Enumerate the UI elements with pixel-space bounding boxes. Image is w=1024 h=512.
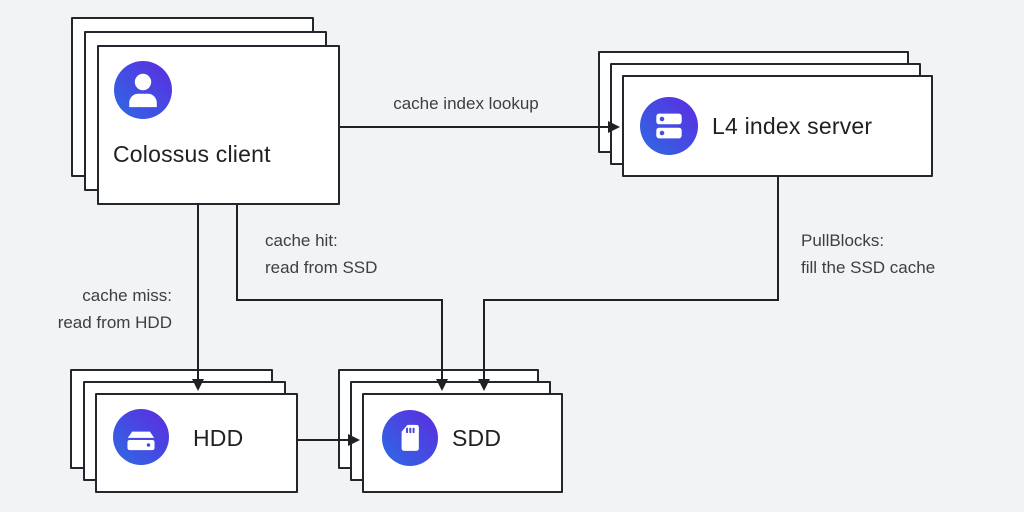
edge-label-cache-index-lookup: cache index lookup bbox=[393, 94, 539, 113]
edge-label-cache-miss-line1: cache miss: bbox=[82, 286, 172, 305]
edge-label-pullblocks-line2: fill the SSD cache bbox=[801, 258, 936, 277]
person-icon bbox=[114, 61, 172, 119]
edge-label-cache-miss: cache miss: read from HDD bbox=[30, 282, 172, 336]
edge-label-cache-miss-line2: read from HDD bbox=[57, 313, 172, 332]
node-label-hdd: HDD bbox=[193, 425, 244, 451]
edge-label-cache-hit-line2: read from SSD bbox=[265, 258, 378, 277]
edge-label-pullblocks-line1: PullBlocks: bbox=[801, 231, 885, 250]
edge-label-pullblocks: PullBlocks: fill the SSD cache bbox=[801, 227, 935, 281]
server-storage-icon bbox=[640, 97, 698, 155]
sd-card-icon bbox=[382, 410, 438, 466]
edge-pullblocks bbox=[478, 177, 779, 391]
edge-label-cache-hit: cache hit: read from SSD bbox=[265, 227, 377, 281]
node-label-colossus-client: Colossus client bbox=[113, 141, 271, 167]
node-label-l4-index-server: L4 index server bbox=[712, 113, 873, 139]
hard-drive-icon bbox=[113, 409, 169, 465]
node-label-sdd: SDD bbox=[452, 425, 502, 451]
edge-label-cache-hit-line1: cache hit: bbox=[265, 231, 338, 250]
